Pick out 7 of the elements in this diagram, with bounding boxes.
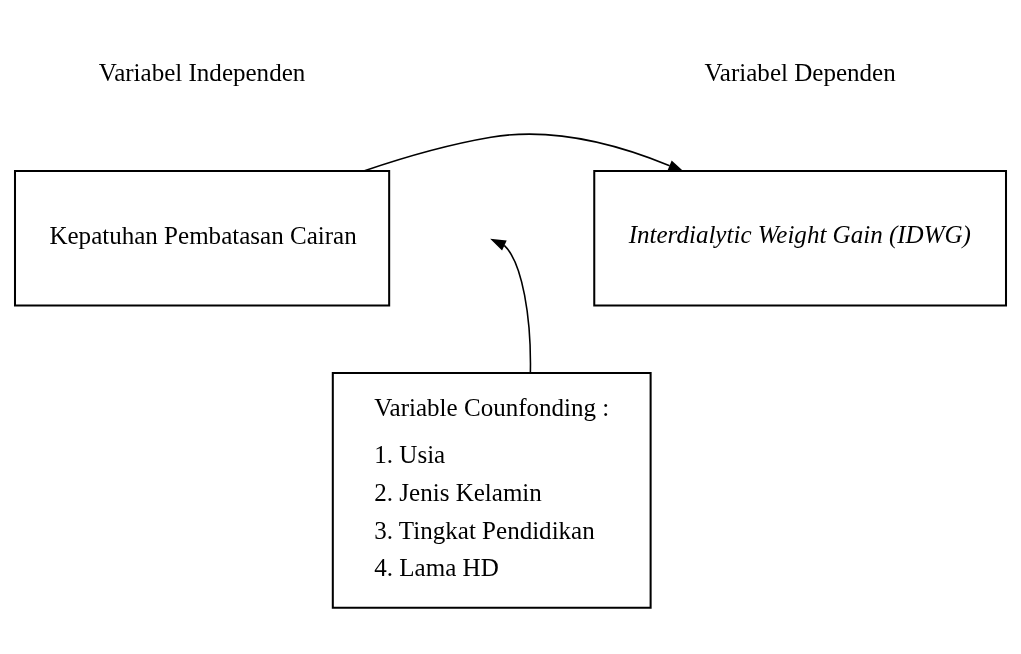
arrow — [490, 238, 532, 373]
node-box: Interdialytic Weight Gain (IDWG) — [593, 169, 1007, 307]
label: Variabel Dependen — [704, 58, 896, 86]
arrow — [363, 133, 684, 172]
node-box: Variable Counfonding : 1. Usia 2. Jenis Kelamin 3. Tingkat Pendidikan 4. Lama HD — [331, 371, 652, 609]
node-box: Kepatuhan Pembatasan Cairan — [14, 169, 391, 307]
label: Variabel Independen — [98, 58, 306, 86]
